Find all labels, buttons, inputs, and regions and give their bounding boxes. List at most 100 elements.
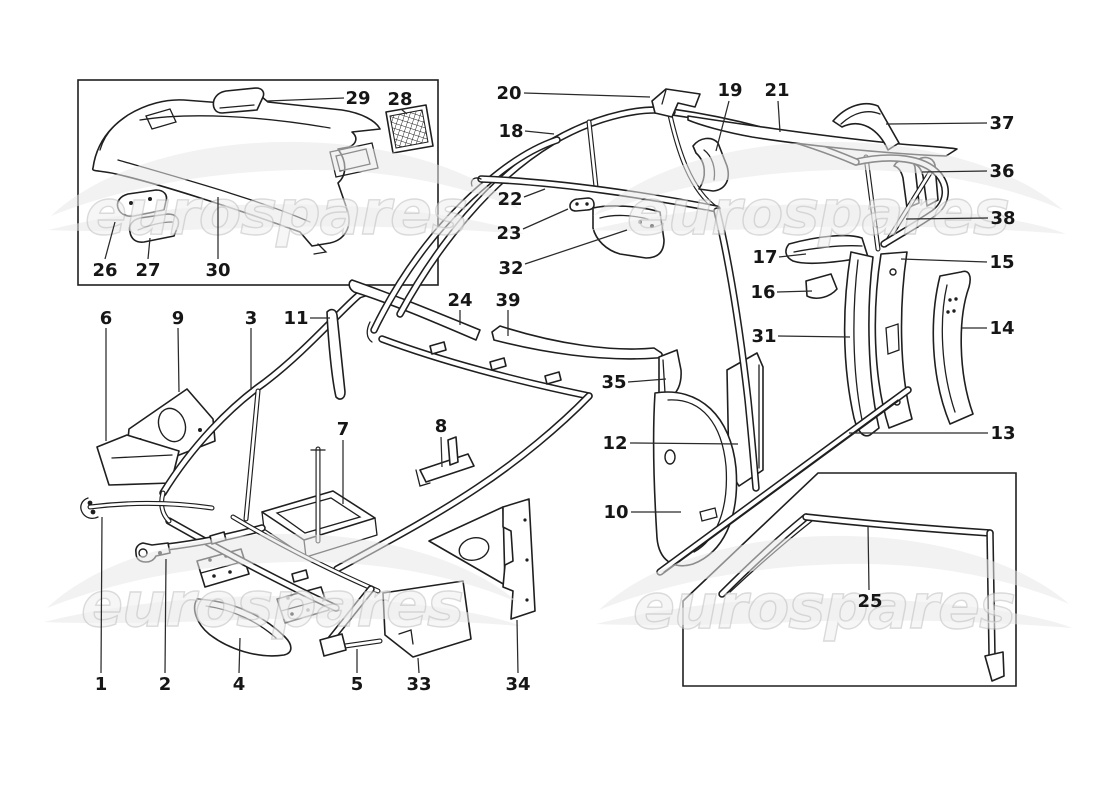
leader-line-34 (516, 619, 519, 674)
watermark-text-2: eurospares (627, 176, 1009, 249)
callout-30: 30 (205, 260, 230, 281)
part-6-panel (96, 434, 180, 486)
part-29-pad (212, 87, 265, 114)
leader-line-1 (100, 516, 103, 674)
leader-line-25 (867, 525, 870, 591)
part-25-foot (984, 651, 1005, 682)
part-1-hook (80, 497, 99, 519)
part-1-arm-core (88, 502, 214, 510)
part-5-foot (319, 633, 347, 657)
part-32-step-line (599, 214, 649, 220)
part-6-fold-line (111, 454, 173, 459)
leader-line-9 (177, 327, 180, 393)
callout-39: 39 (495, 290, 520, 311)
cowl-band-tab (544, 371, 562, 385)
part-22-door-rail-core (478, 176, 720, 212)
chassis-cowl-arch-tube-core (160, 288, 374, 496)
part-25-trim-right-leg-core (987, 530, 995, 658)
callout-9: 9 (172, 308, 185, 329)
part-17-panel (785, 234, 869, 265)
part-26-hole (129, 201, 133, 205)
leader-line-12 (629, 442, 739, 445)
part-26-hole (148, 197, 152, 201)
callout-3: 3 (245, 308, 258, 329)
part-14-hole (954, 297, 958, 301)
part-33-notch (398, 629, 414, 645)
leader-line-17 (778, 253, 807, 258)
callout-32: 32 (498, 258, 523, 279)
callout-1: 1 (95, 674, 108, 695)
callout-31: 31 (751, 326, 776, 347)
vent-post-tube-core (587, 120, 598, 189)
leader-line-38 (905, 217, 989, 220)
part-34-panel (502, 498, 536, 620)
callout-11: 11 (283, 308, 308, 329)
chassis-cowl-band-core (379, 336, 592, 399)
leader-line-20 (523, 92, 651, 98)
part-23-clip (569, 197, 595, 212)
part-16-bracket (805, 273, 838, 299)
chassis-front-link-core (160, 491, 171, 523)
leader-line-36 (921, 170, 988, 173)
leader-line-28 (400, 108, 408, 115)
part-15-pillar-panel (874, 251, 913, 429)
callout-13: 13 (990, 423, 1015, 444)
callout-17: 17 (752, 247, 777, 268)
door-pillar-tube-core (714, 208, 759, 491)
watermark-text-1: eurospares (85, 176, 467, 249)
part-10-hole (664, 449, 676, 465)
leader-line-23 (522, 208, 569, 230)
part-8-bracket-tab (447, 436, 459, 466)
leader-line-16 (776, 290, 813, 293)
callout-25: 25 (857, 591, 882, 612)
leader-line-27 (147, 237, 151, 260)
callout-7: 7 (337, 419, 350, 440)
part-11-fin (326, 308, 346, 400)
part-30-curl-line (99, 117, 125, 151)
part-20-fold (661, 89, 667, 105)
callout-35: 35 (601, 372, 626, 393)
callout-23: 23 (496, 223, 521, 244)
part-7-tray-inner (275, 497, 362, 534)
callout-12: 12 (602, 433, 627, 454)
callout-21: 21 (764, 80, 789, 101)
callout-4: 4 (233, 674, 246, 695)
part-37-inner-line (840, 111, 881, 125)
callout-34: 34 (505, 674, 530, 695)
callout-15: 15 (989, 252, 1014, 273)
part-14-inner-line (941, 284, 956, 413)
b-post-tube-core (864, 155, 880, 251)
part-14-hole (946, 310, 950, 314)
cowl-band-tab (429, 341, 447, 355)
part-13-sill-line (663, 399, 899, 573)
leader-line-35 (627, 378, 667, 383)
watermark-text-3: eurospares (81, 568, 463, 641)
rivet (228, 570, 232, 574)
part-23-hole (575, 202, 579, 206)
leader-line-37 (885, 122, 988, 125)
callout-22: 22 (497, 189, 522, 210)
callout-19: 19 (717, 80, 742, 101)
part-13-sill-tube-core (657, 387, 911, 575)
part-34-rivet (525, 598, 529, 602)
leader-line-26 (104, 221, 116, 260)
callout-10: 10 (603, 502, 628, 523)
part-30-top-line (139, 115, 331, 129)
leader-line-19 (715, 100, 730, 152)
leader-line-18 (524, 130, 555, 135)
callout-14: 14 (989, 318, 1014, 339)
leader-line-4 (238, 637, 241, 674)
callout-29: 29 (345, 88, 370, 109)
part-38-diagonal-tube-core (883, 166, 935, 247)
callout-2: 2 (159, 674, 172, 695)
lower-rail-tab (291, 569, 309, 583)
trim-box-border (682, 472, 1017, 687)
callout-28: 28 (387, 89, 412, 110)
callout-5: 5 (351, 674, 364, 695)
leader-line-22 (523, 188, 546, 198)
callout-24: 24 (447, 290, 472, 311)
